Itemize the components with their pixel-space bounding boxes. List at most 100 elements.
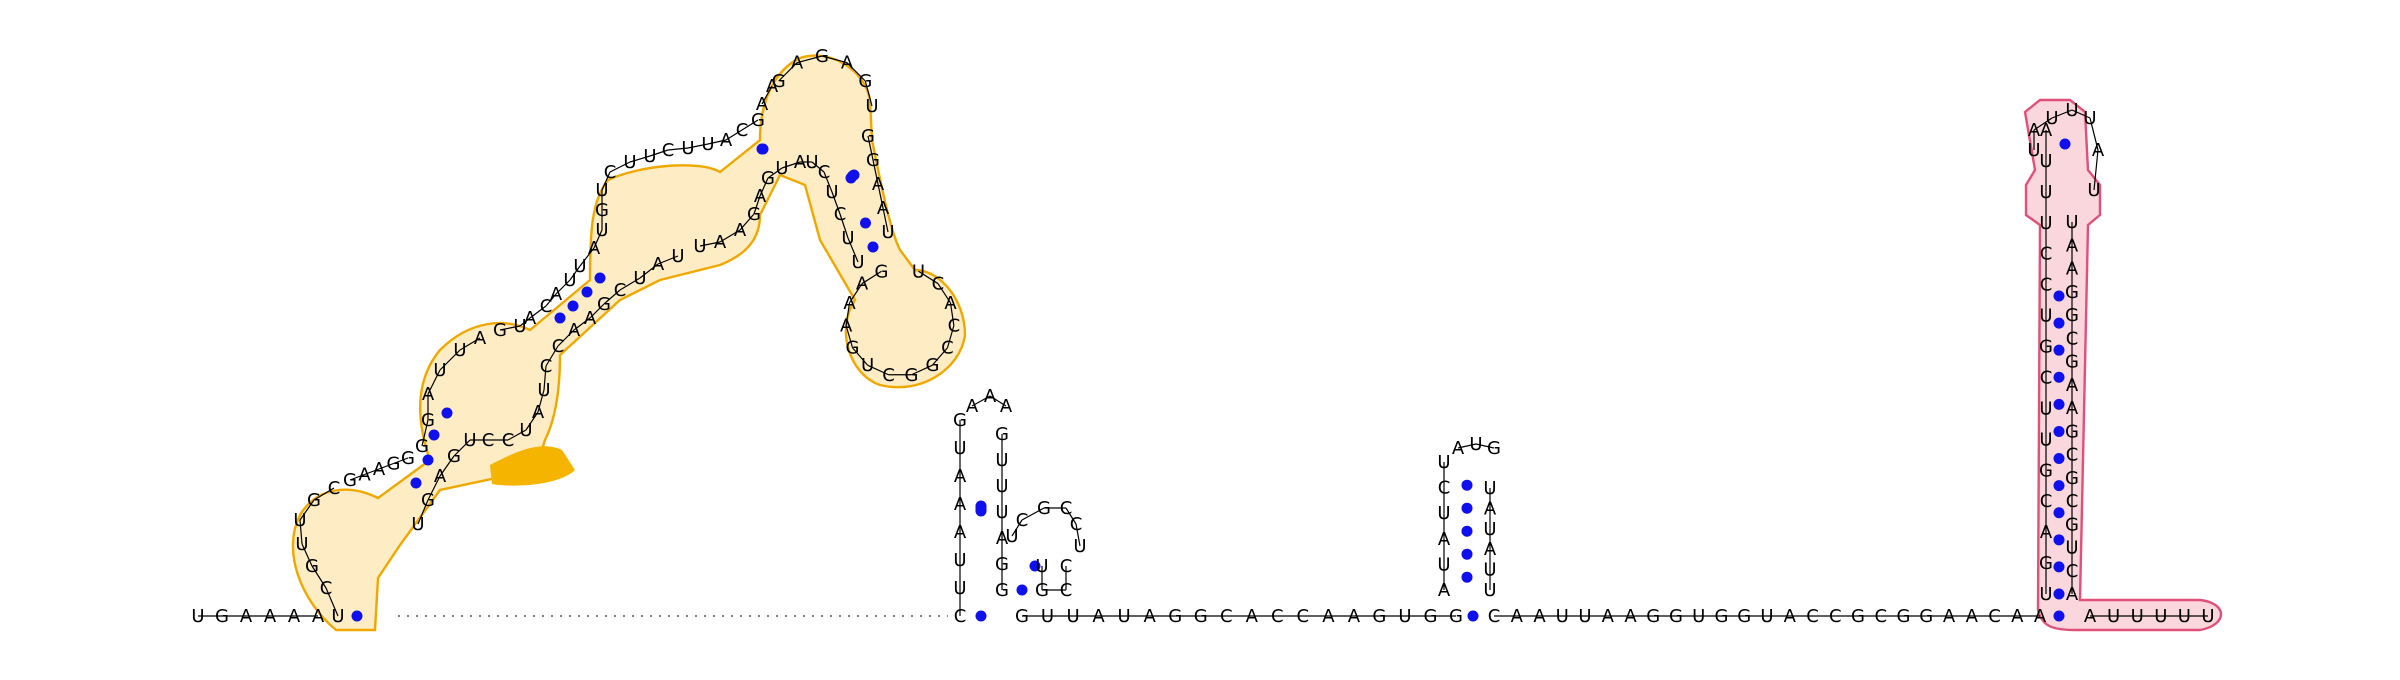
nucleotide-hairpin1: C: [1060, 498, 1073, 519]
nucleotide-linker: U: [1760, 606, 1773, 627]
nucleotide-domain1: G: [447, 446, 461, 467]
nucleotide-linker: U: [1066, 606, 1079, 627]
backbone-link: [2089, 117, 2099, 151]
nucleotide-linker: C: [1488, 606, 1501, 627]
nucleotide-linker: G: [1669, 606, 1683, 627]
nucleotide-hairpin3: U: [2065, 100, 2078, 121]
backbone-link: [378, 462, 394, 470]
nucleotide-hairpin3: C: [2066, 445, 2079, 466]
nucleotide-domain1: C: [320, 578, 333, 599]
nucleotide-hairpin2: A: [1438, 529, 1451, 550]
nucleotide-domain1: A: [532, 402, 545, 423]
nucleotide-hairpin3: U: [2065, 212, 2078, 233]
nucleotide-linker: C: [1874, 606, 1887, 627]
nucleotide-domain1: A: [843, 293, 856, 314]
nucleotide-domain1: G: [815, 46, 829, 67]
backbone-link: [525, 411, 539, 431]
nucleotide-hairpin1: U: [953, 550, 966, 571]
nucleotide-domain1: C: [614, 280, 627, 301]
backbone-link: [759, 177, 769, 197]
nucleotide-domain1: A: [550, 284, 563, 305]
backbone-link: [545, 293, 557, 307]
nucleotide-hairpin1: A: [1000, 396, 1013, 417]
base-pair-dot: [1016, 584, 1028, 596]
backbone-link: [1475, 443, 1495, 449]
nucleotide-hairpin1: G: [1037, 498, 1051, 519]
nucleotide-domain1: C: [818, 162, 831, 183]
nucleotide-domain1: U: [825, 182, 838, 203]
backbone-link: [1011, 519, 1023, 537]
backbone-link: [699, 241, 721, 247]
backbone-link: [1075, 523, 1081, 547]
backbone-link: [847, 237, 859, 263]
nucleotide-hairpin1: U: [1035, 556, 1048, 577]
nucleotide-hairpin3: G: [2065, 282, 2079, 303]
base-pair-dot: [2053, 344, 2065, 356]
base-pair-dot: [428, 429, 440, 441]
backbone-link: [872, 159, 879, 185]
domain-highlight-orange-accent: [490, 446, 575, 486]
nucleotide-domain1: G: [305, 556, 319, 577]
nucleotide-hairpin3: U: [2039, 213, 2052, 234]
nucleotide-domain1: U: [633, 268, 646, 289]
nucleotide-domain1: U: [519, 420, 532, 441]
backbone-link: [989, 395, 1007, 407]
nucleotide-linker: G: [1194, 606, 1208, 627]
nucleotide-domain1: U: [563, 270, 576, 291]
nucleotide-hairpin1: G: [995, 554, 1009, 575]
backbone-link: [1021, 507, 1045, 521]
nucleotide-5prime: A: [288, 606, 301, 627]
backbone-link: [867, 364, 889, 376]
backbone-link: [667, 147, 689, 151]
backbone-link: [519, 317, 531, 327]
nucleotide-3prime: U: [2178, 606, 2191, 627]
backbone-link: [741, 119, 759, 131]
backbone-link: [393, 457, 409, 465]
nucleotide-domain1: A: [791, 53, 804, 74]
nucleotide-linker: A: [1246, 606, 1259, 627]
backbone-link: [499, 325, 521, 331]
nucleotide-hairpin1: A: [954, 494, 967, 515]
backbone-link: [507, 429, 527, 441]
nucleotide-hairpin2: A: [1484, 539, 1497, 560]
base-pair-dot: [410, 477, 422, 489]
backbone-link: [299, 499, 315, 521]
nucleotide-hairpin3: U: [2065, 538, 2078, 559]
backbone-link: [949, 302, 955, 326]
nucleotide-domain1: U: [851, 252, 864, 273]
nucleotide-hairpin1: G: [995, 580, 1009, 601]
backbone-link: [601, 171, 611, 191]
nucleotide-hairpin3: A: [2066, 235, 2079, 256]
base-pair-dot: [2059, 138, 2071, 150]
nucleotide-hairpin3: U: [2039, 429, 2052, 450]
nucleotide-domain1: A: [434, 466, 447, 487]
backbone-link: [796, 55, 823, 64]
nucleotide-5prime: A: [240, 606, 253, 627]
backbone-link: [313, 487, 335, 501]
nucleotide-hairpin3: A: [2066, 259, 2079, 280]
backbone-link: [427, 475, 441, 501]
nucleotide-hairpin3: G: [2065, 305, 2079, 326]
nucleotide-linker: G: [1015, 606, 1029, 627]
backbone-link: [849, 283, 863, 304]
nucleotide-5prime: U: [191, 606, 204, 627]
nucleotide-domain1: G: [387, 454, 401, 475]
nucleotide-hairpin3: U: [2039, 182, 2052, 203]
backbone-link: [589, 303, 605, 319]
backbone-link: [603, 289, 621, 305]
nucleotide-domain1: C: [552, 336, 565, 357]
nucleotide-domain1: G: [307, 490, 321, 511]
nucleotide-domain1: U: [513, 316, 526, 337]
base-pair-dot: [1461, 525, 1473, 537]
nucleotide-domain1: U: [681, 138, 694, 159]
nucleotide-hairpin3: A: [2040, 522, 2053, 543]
backbone-link: [545, 345, 559, 367]
backbone-link: [778, 62, 798, 82]
domain-highlight-pink: [2023, 98, 2222, 632]
nucleotide-linker: A: [1784, 606, 1797, 627]
nucleotide-domain1: U: [623, 152, 636, 173]
nucleotide-domain1: A: [720, 130, 733, 151]
nucleotide-domain1: C: [948, 316, 961, 337]
nucleotide-domain1: G: [595, 200, 609, 221]
nucleotide-domain1: U: [701, 134, 714, 155]
